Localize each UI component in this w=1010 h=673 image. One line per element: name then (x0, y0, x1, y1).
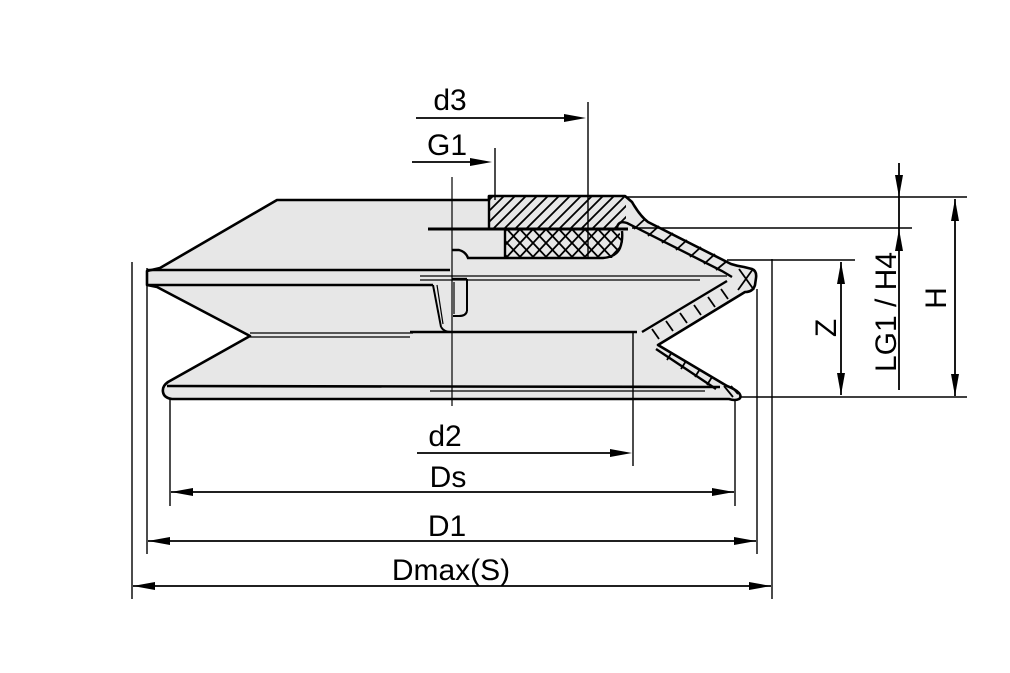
dimension-labels: d3 G1 d2 Ds D1 Dmax(S) Z LG1 / H4 H (392, 84, 953, 587)
arrow-h-down (951, 374, 959, 396)
extension-lines (131, 102, 967, 599)
arrow-z-up (837, 262, 845, 284)
arrow-d1-right (734, 537, 756, 545)
arrow-ds-right (712, 488, 734, 496)
arrow-g1 (470, 158, 492, 166)
dim-label-lg1-h4: LG1 / H4 (870, 252, 903, 372)
inner-nozzle-detail (432, 277, 468, 333)
dimension-arrowheads (133, 114, 959, 590)
dim-label-z: Z (810, 319, 843, 337)
rim-bead-cross (737, 268, 755, 291)
arrow-d3 (564, 114, 586, 122)
arrow-lg1-down (895, 175, 903, 197)
arrow-dmax-right (749, 582, 771, 590)
vulcanized-zone-crosshatch (505, 229, 623, 258)
dimension-lines (133, 117, 956, 587)
dim-label-d3: d3 (433, 84, 466, 117)
arrow-lg1-up (895, 229, 903, 251)
bellows-wall-hatch-ticks (633, 218, 739, 398)
insert-hatch-diagonal (489, 195, 626, 229)
arrow-d2 (610, 449, 632, 457)
dim-label-dmax: Dmax(S) (392, 554, 510, 587)
arrow-h-up (951, 199, 959, 221)
arrow-d1-left (148, 537, 170, 545)
dim-label-d2: d2 (428, 420, 461, 453)
dim-label-d1: D1 (428, 510, 466, 543)
dim-label-g1: G1 (427, 129, 467, 162)
dim-label-h: H (920, 287, 953, 309)
dim-label-ds: Ds (430, 461, 467, 494)
arrow-dmax-left (133, 582, 155, 590)
cup-body (145, 177, 758, 406)
arrow-ds-left (171, 488, 193, 496)
arrow-z-down (837, 373, 845, 395)
